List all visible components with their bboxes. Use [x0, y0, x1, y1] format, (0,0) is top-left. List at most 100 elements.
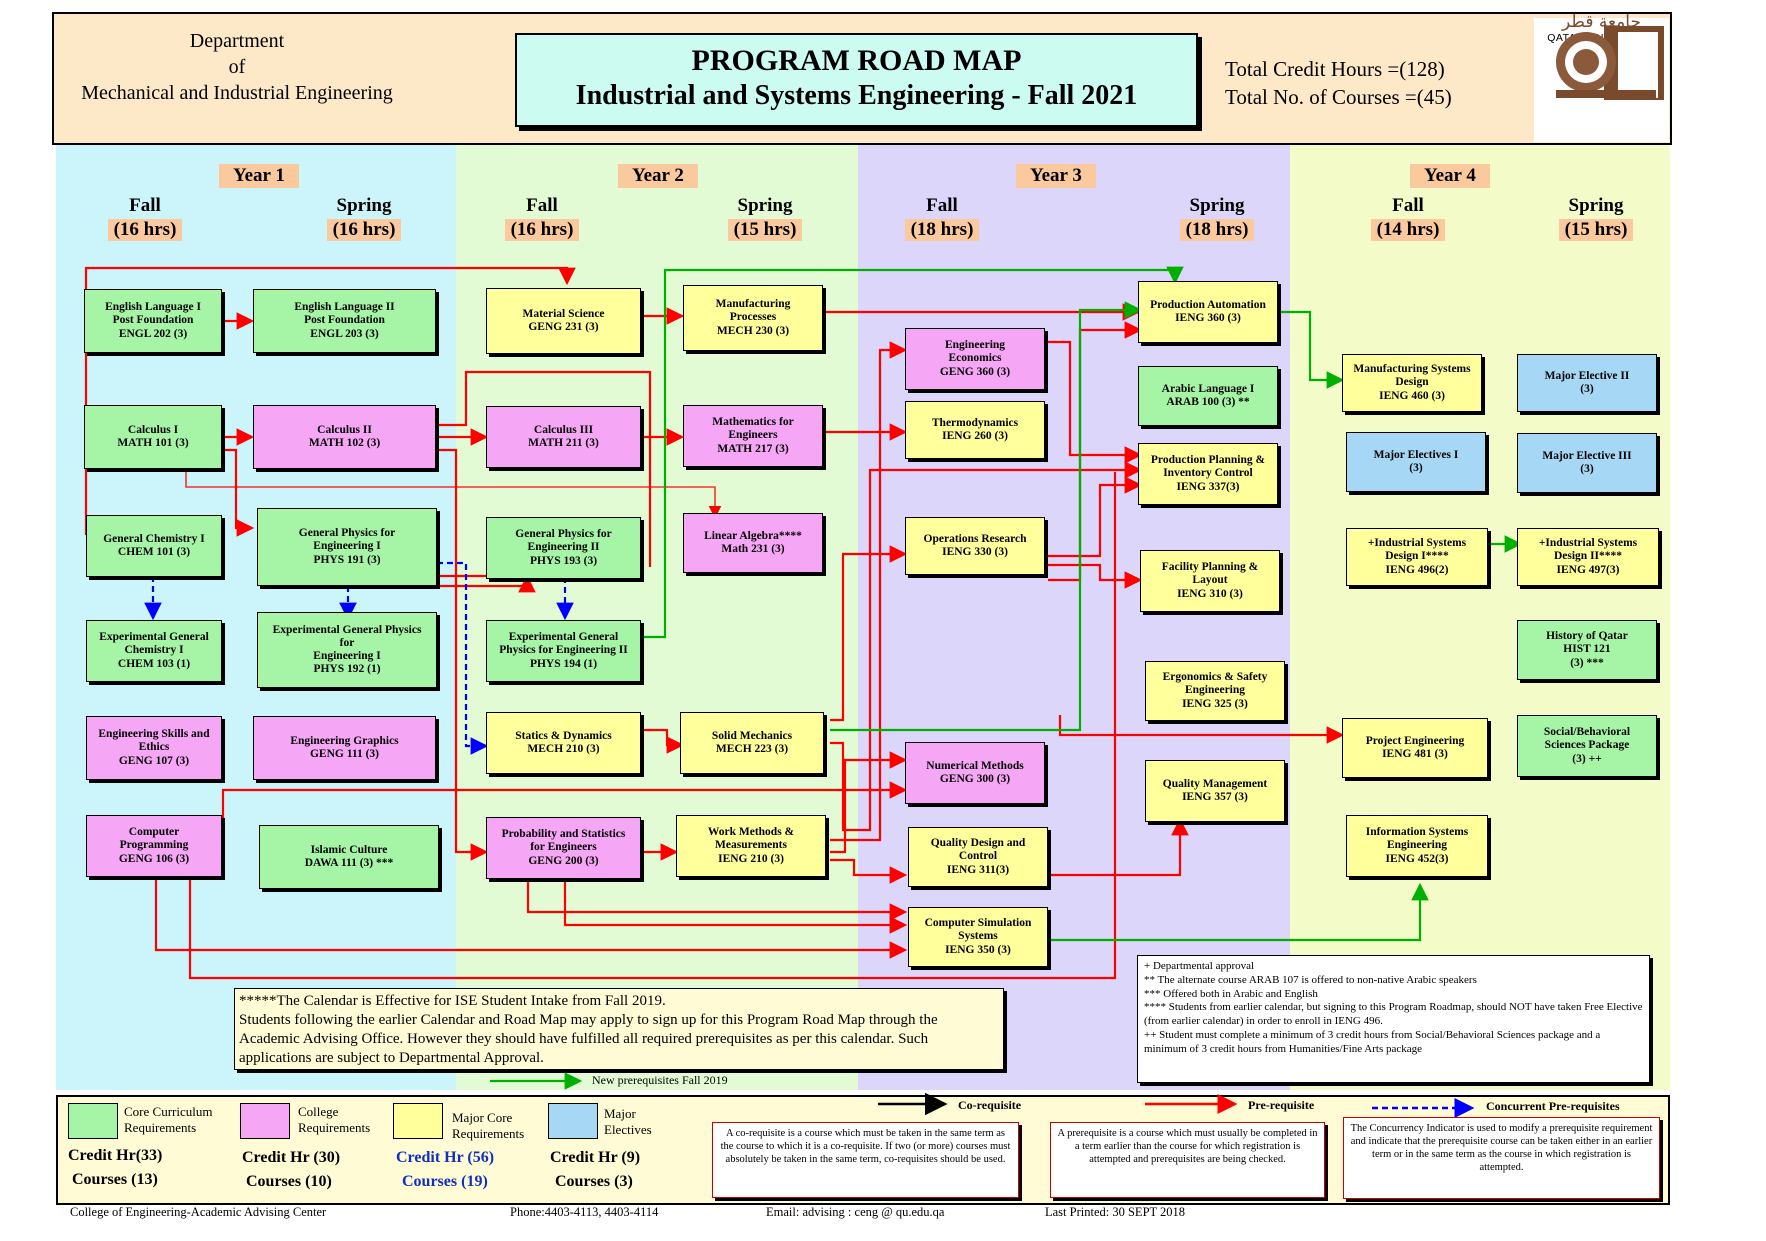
course-ieng496: +Industrial Systems Design I**** IENG 49… [1346, 528, 1488, 586]
course-chem103: Experimental General Chemistry I CHEM 10… [86, 620, 222, 682]
course-geng360: Engineering Economics GENG 360 (3) [905, 328, 1045, 390]
course-majel1: Major Electives I (3) [1346, 432, 1486, 492]
course-math211: Calculus III MATH 211 (3) [486, 406, 641, 468]
legend-courses-electives: Courses (3) [555, 1173, 633, 1190]
footer-printed: Last Printed: 30 SEPT 2018 [1045, 1205, 1186, 1219]
term-header: Spring(15 hrs) [710, 195, 820, 241]
term-name: Fall [526, 195, 558, 216]
course-label: Experimental General Physics for Enginee… [272, 623, 422, 676]
term-hours: (15 hrs) [1558, 219, 1634, 241]
total-credit-hours: Total Credit Hours =(128) [1225, 57, 1445, 81]
course-label: Engineering Skills and Ethics GENG 107 (… [98, 728, 210, 767]
legend-concurrent-text: The Concurrency Indicator is used to mod… [1343, 1117, 1660, 1199]
prereq-arrow [830, 858, 908, 884]
footer-email: Email: advising : ceng @ qu.edu.qa [766, 1205, 945, 1219]
course-ieng210: Work Methods & Measurements IENG 210 (3) [676, 815, 826, 877]
course-ieng357: Quality Management IENG 357 (3) [1145, 760, 1285, 822]
course-ieng350: Computer Simulation Systems IENG 350 (3) [908, 907, 1048, 967]
footer-phone: Phone:4403-4113, 4403-4114 [510, 1205, 659, 1219]
footnote: + Departmental approval [1144, 960, 1255, 972]
course-label: Calculus III MATH 211 (3) [528, 423, 599, 449]
course-label: Thermodynamics IENG 260 (3) [931, 416, 1019, 442]
course-label: Manufacturing Processes MECH 230 (3) [715, 298, 791, 337]
course-label: Arabic Language I ARAB 100 (3) ** [1161, 382, 1255, 408]
term-header: Fall(16 hrs) [90, 195, 200, 241]
prereq-arrow [830, 461, 1143, 832]
new-prereq-label: New prerequisites Fall 2019 [592, 1073, 728, 1087]
footnote: *** Offered both in Arabic and English [1144, 987, 1318, 1000]
prereq-arrow [437, 370, 652, 567]
course-label: Engineering Economics GENG 360 (3) [939, 339, 1011, 378]
prereq-arrow [526, 876, 908, 921]
legend-courses-core: Courses (13) [72, 1171, 158, 1188]
title-box: PROGRAM ROAD MAP Industrial and Systems … [515, 33, 1198, 127]
term-name: Spring [737, 195, 793, 216]
course-label: Experimental General Chemistry I CHEM 10… [99, 631, 209, 670]
footnote: ** The alternate course ARAB 107 is offe… [1144, 973, 1477, 986]
term-hours: (14 hrs) [1370, 219, 1446, 241]
course-label: Information Systems Engineering IENG 452… [1365, 826, 1469, 865]
legend-label-electives: Major Electives [604, 1106, 652, 1137]
legend-label-major-core: Major Core Requirements [452, 1110, 525, 1141]
course-label: Calculus II MATH 102 (3) [308, 423, 381, 449]
course-label: Operations Research IENG 330 (3) [923, 532, 1027, 558]
legend-credit-college: Credit Hr (30) [242, 1149, 341, 1166]
prereq-arrow [188, 480, 1117, 980]
prereq-arrow [830, 751, 908, 854]
course-label: Quality Design and Control IENG 311(3) [930, 837, 1026, 876]
prereq-arrow [1048, 817, 1189, 877]
department-line: Department [189, 30, 285, 52]
course-label: General Chemistry I CHEM 101 (3) [103, 532, 205, 558]
legend-prereq-label: Pre-requisite [1248, 1098, 1315, 1112]
legend-coreq-text: A co-requisite is a course which must be… [712, 1122, 1019, 1198]
course-label: Social/Behavioral Sciences Package (3) +… [1543, 726, 1631, 765]
course-label: Ergonomics & Safety Engineering IENG 325… [1162, 671, 1268, 710]
legend-credit-core: Credit Hr(33) [68, 1147, 163, 1164]
course-ieng310: Facility Planning & Layout IENG 310 (3) [1140, 550, 1280, 612]
course-majel2: Major Elective II (3) [1517, 354, 1657, 412]
course-mech223: Solid Mechanics MECH 223 (3) [680, 712, 824, 774]
legend-label-core: Core Curriculum Requirements [124, 1104, 213, 1135]
course-math231: Linear Algebra**** Math 231 (3) [683, 513, 823, 573]
university-logo: جامعة قطر QATAR UNIVERSITY [1534, 12, 1669, 142]
year-label: Year 1 [219, 164, 299, 188]
legend-courses-college: Courses (10) [246, 1173, 332, 1190]
new-prereq-arrow [1048, 882, 1429, 942]
course-label: Calculus I MATH 101 (3) [117, 423, 189, 449]
course-ieng337: Production Planning & Inventory Control … [1138, 443, 1278, 505]
term-name: Fall [1392, 195, 1424, 216]
new-prereq-arrow [641, 266, 1184, 639]
course-label: Major Elective II (3) [1544, 369, 1630, 395]
course-label: Computer Programming GENG 106 (3) [118, 826, 190, 865]
department-line: of [228, 56, 246, 78]
course-ieng360: Production Automation IENG 360 (3) [1138, 281, 1278, 343]
legend-coreq-label: Co-requisite [958, 1098, 1022, 1112]
legend-swatch-college [240, 1103, 290, 1139]
term-header: Spring(16 hrs) [309, 195, 419, 241]
year-label: Year 3 [1016, 164, 1096, 188]
page-subtitle: Industrial and Systems Engineering - Fal… [575, 80, 1138, 111]
footer-center: College of Engineering-Academic Advising… [70, 1205, 327, 1219]
course-label: Work Methods & Measurements IENG 210 (3) [707, 826, 795, 865]
course-label: Statics & Dynamics MECH 210 (3) [515, 729, 612, 755]
term-name: Spring [1189, 195, 1245, 216]
course-arab100: Arabic Language I ARAB 100 (3) ** [1138, 366, 1278, 426]
term-header: Fall(18 hrs) [887, 195, 997, 241]
prereq-arrow [437, 448, 489, 861]
term-hours: (18 hrs) [1179, 219, 1255, 241]
course-label: Experimental General Physics for Enginee… [499, 631, 628, 670]
course-label: Islamic Culture DAWA 111 (3) *** [304, 843, 394, 869]
legend-prereq-text: A prerequisite is a course which must us… [1050, 1122, 1325, 1198]
course-geng107: Engineering Skills and Ethics GENG 107 (… [86, 716, 222, 780]
course-mech230: Manufacturing Processes MECH 230 (3) [683, 285, 823, 351]
term-hours: (16 hrs) [326, 219, 402, 241]
course-label: English Language I Post Foundation ENGL … [105, 301, 201, 340]
course-label: Facility Planning & Layout IENG 310 (3) [1161, 561, 1259, 600]
footnotes: + Departmental approval ** The alternate… [1137, 955, 1650, 1083]
course-math102: Calculus II MATH 102 (3) [253, 405, 436, 469]
new-prereq-arrow [1278, 310, 1345, 389]
